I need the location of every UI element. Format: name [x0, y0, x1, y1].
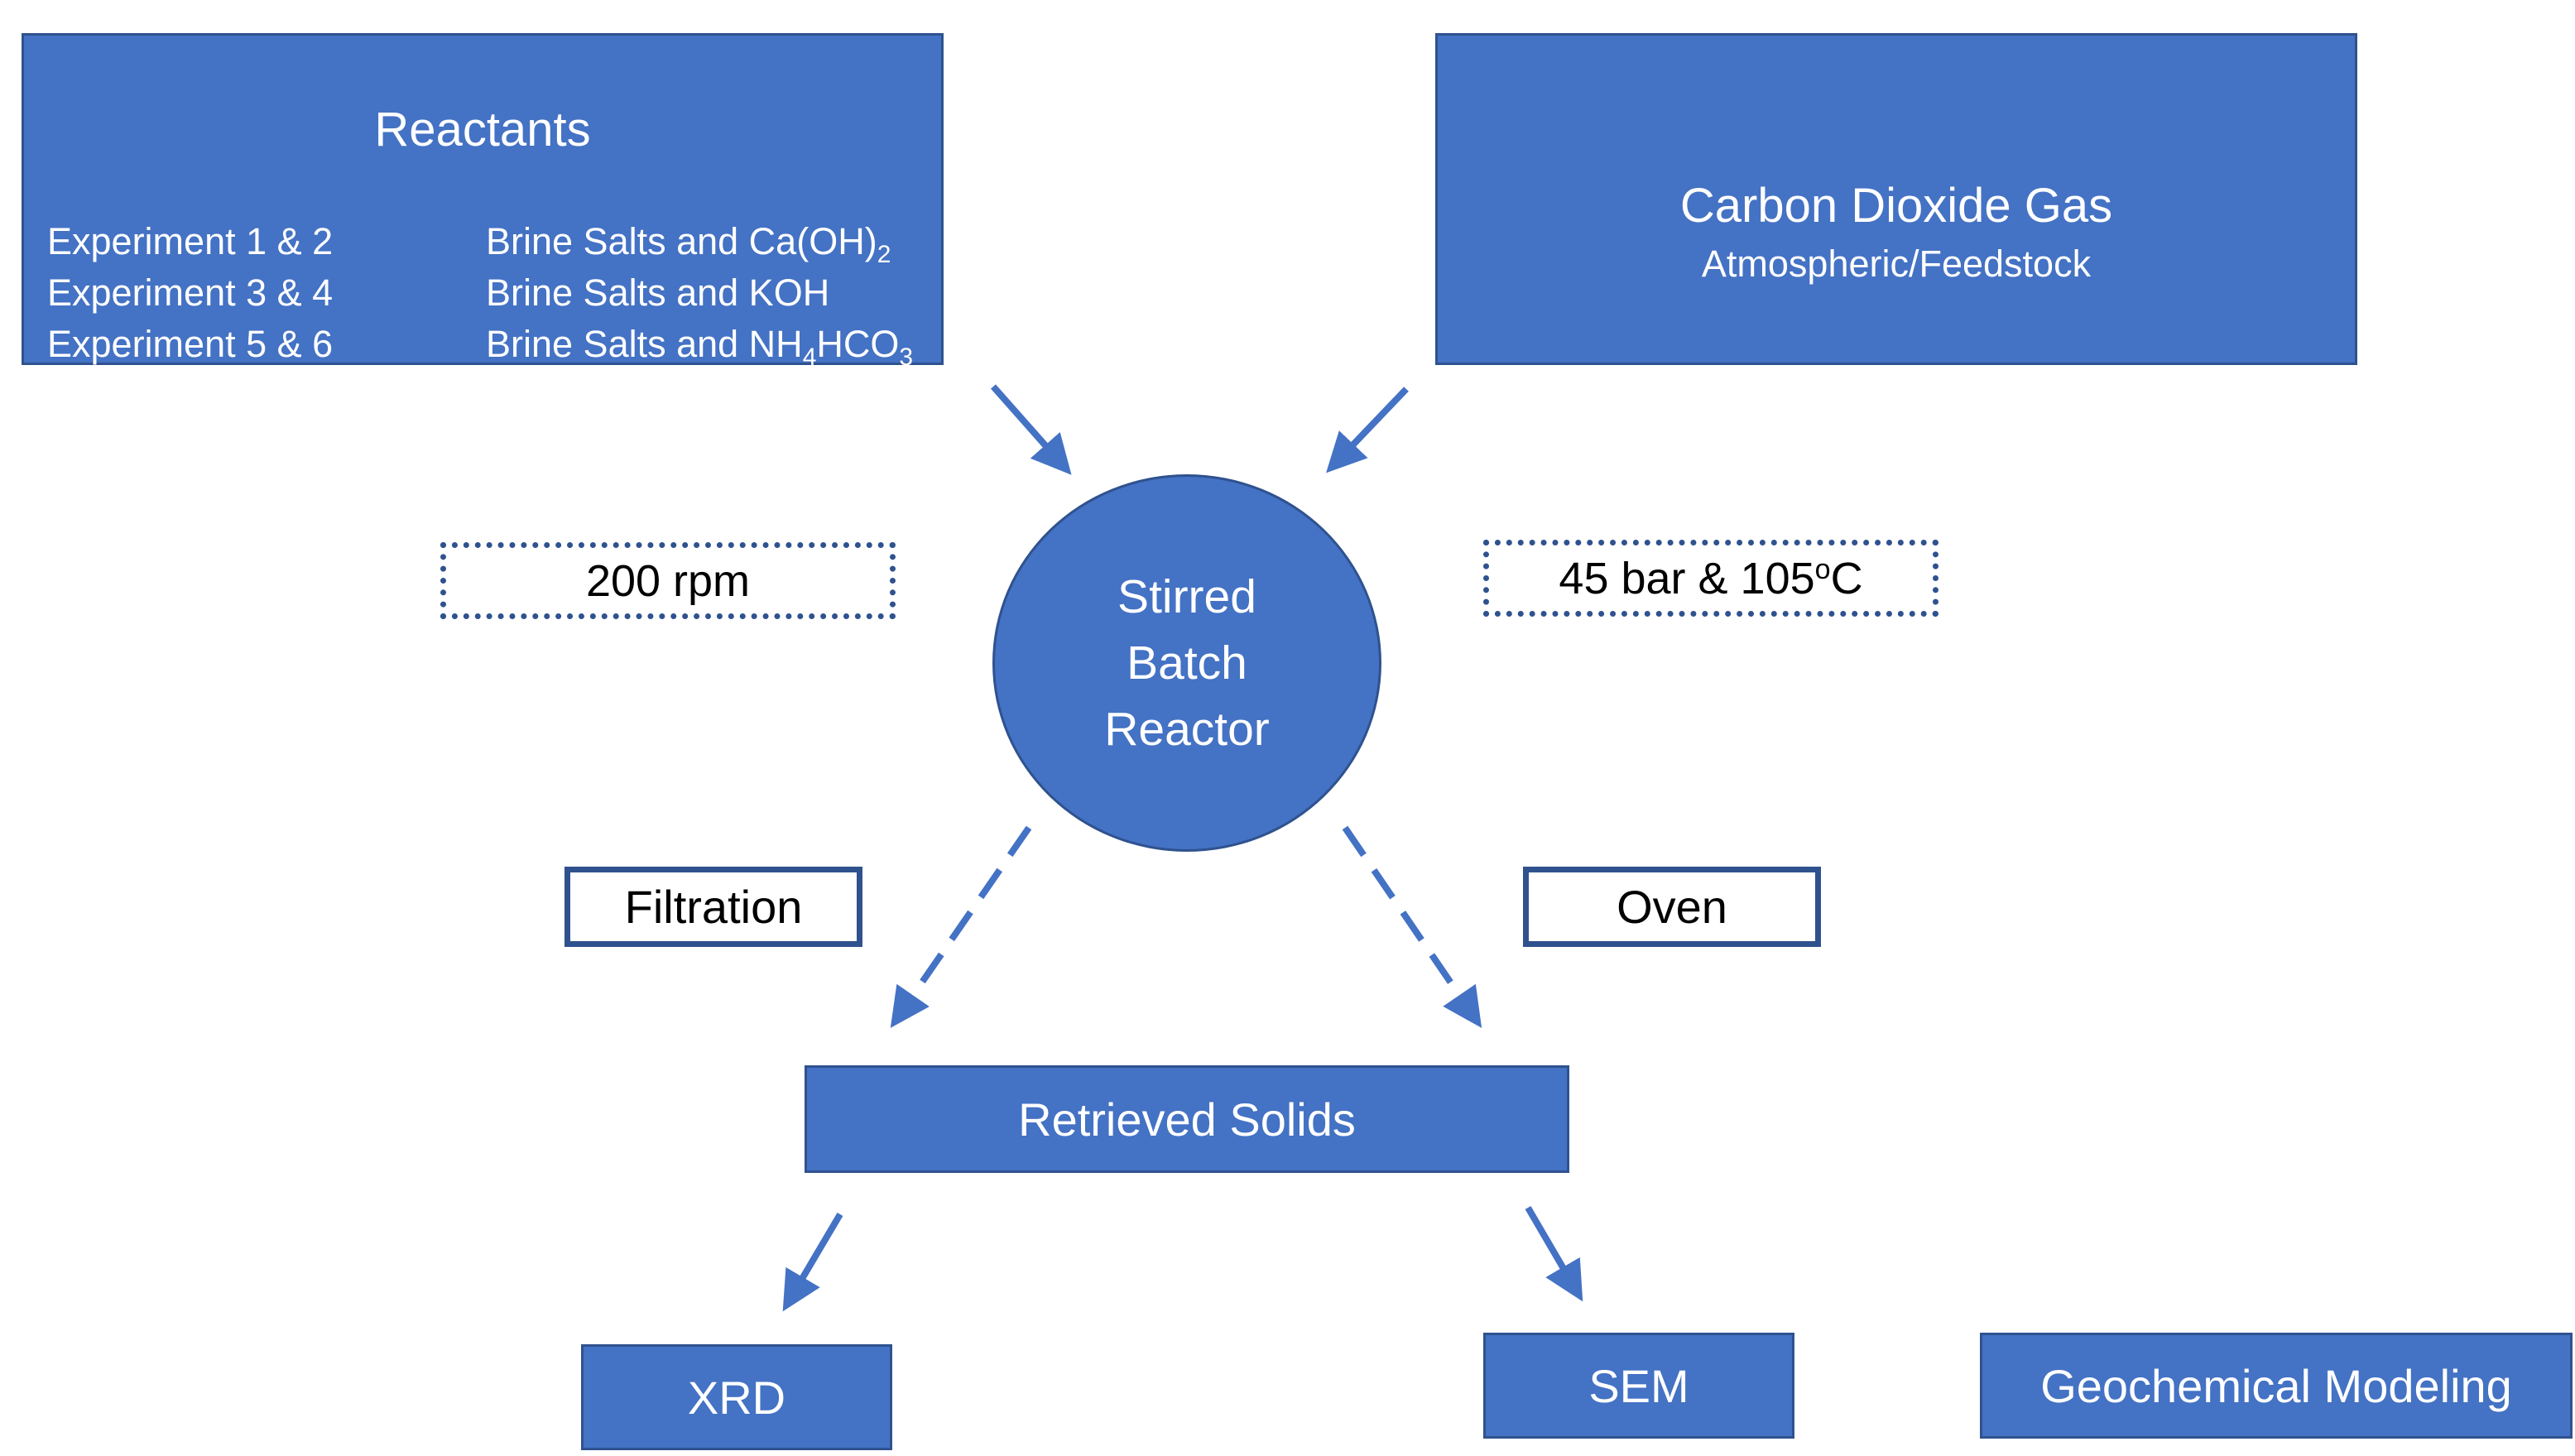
- pressure-temperature-box: 45 bar & 105oC: [1483, 540, 1938, 617]
- geochemical-modeling-label: Geochemical Modeling: [2040, 1359, 2512, 1412]
- retrieved-solids-box: Retrieved Solids: [805, 1065, 1569, 1173]
- reactant-formula: Brine Salts and NH4HCO3: [486, 323, 914, 371]
- stirring-speed-label: 200 rpm: [585, 555, 751, 606]
- sem-box: SEM: [1483, 1333, 1794, 1439]
- stirred-batch-reactor: Stirred Batch Reactor: [992, 474, 1381, 852]
- reactants-title: Reactants: [374, 103, 591, 156]
- co2-box: Carbon Dioxide Gas Atmospheric/Feedstock: [1435, 33, 2357, 365]
- stirring-speed-box: 200 rpm: [440, 542, 896, 619]
- co2-title: Carbon Dioxide Gas: [1679, 179, 2113, 233]
- reactor-line-3: Reactor: [1104, 703, 1270, 756]
- experiment-label: Experiment 1 & 2: [47, 220, 334, 262]
- sem-label: SEM: [1588, 1359, 1689, 1412]
- xrd-box: XRD: [581, 1344, 892, 1450]
- reactor-line-2: Batch: [1127, 637, 1247, 690]
- co2-subtitle: Atmospheric/Feedstock: [1701, 243, 2092, 285]
- solids-to-xrd-arrow: [782, 1212, 843, 1312]
- experiment-label: Experiment 3 & 4: [47, 271, 334, 314]
- reactants-list: Experiment 1 & 2 Brine Salts and Ca(OH)2…: [47, 216, 913, 370]
- retrieved-solids-label: Retrieved Solids: [1018, 1093, 1356, 1146]
- reactants-box: Reactants Experiment 1 & 2 Brine Salts a…: [22, 33, 944, 370]
- reactor-to-solids-dashed-arrow-left: [890, 825, 1032, 1028]
- reactants-to-reactor-arrow: [991, 384, 1072, 475]
- solids-to-sem-arrow: [1525, 1205, 1583, 1302]
- reactant-row: Experiment 5 & 6 Brine Salts and NH4HCO3: [47, 319, 913, 370]
- reactant-formula: Brine Salts and KOH: [486, 271, 830, 314]
- reactor-line-1: Stirred: [1117, 570, 1256, 623]
- filtration-label: Filtration: [624, 881, 803, 933]
- pressure-temperature-label: 45 bar & 105oC: [1559, 553, 1863, 603]
- filtration-box: Filtration: [564, 867, 862, 947]
- experiment-label: Experiment 5 & 6: [47, 323, 334, 365]
- reactant-row: Experiment 1 & 2 Brine Salts and Ca(OH)2: [47, 216, 913, 267]
- oven-label: Oven: [1617, 881, 1727, 933]
- oven-box: Oven: [1523, 867, 1821, 947]
- co2-to-reactor-arrow: [1326, 387, 1409, 473]
- reactor-to-solids-dashed-arrow-right: [1342, 825, 1482, 1028]
- reactant-formula: Brine Salts and Ca(OH)2: [486, 220, 891, 268]
- geochemical-modeling-box: Geochemical Modeling: [1980, 1333, 2573, 1439]
- reactant-row: Experiment 3 & 4 Brine Salts and KOH: [47, 267, 913, 319]
- xrd-label: XRD: [687, 1371, 786, 1424]
